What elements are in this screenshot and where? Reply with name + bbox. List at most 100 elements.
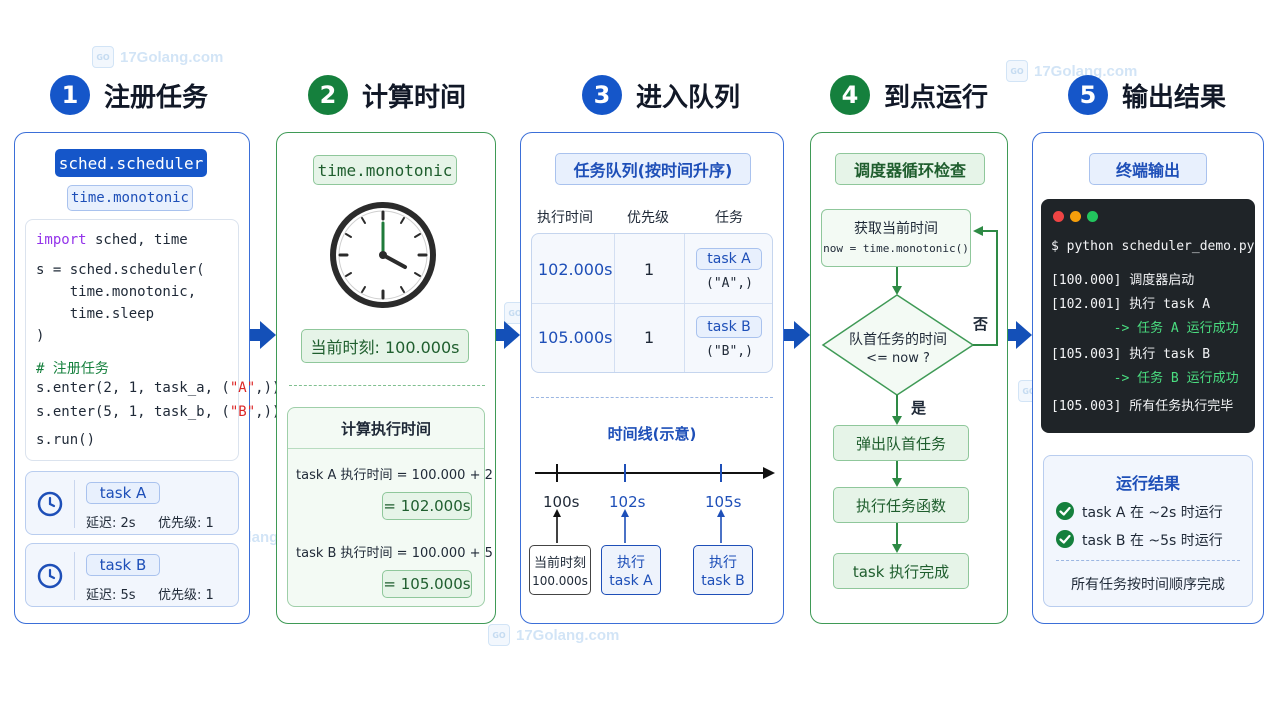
watermark-logo-icon: GO (1006, 60, 1028, 82)
exec-task-node: 执行任务函数 (833, 487, 969, 523)
result-summary: 所有任务按时间顺序完成 (1071, 577, 1225, 593)
flow-arrow-shaft (250, 329, 262, 341)
calc-task-a-result: = 102.000s (382, 492, 472, 520)
queue-header-time: 执行时间 (537, 210, 593, 226)
timeline-title: 时间线(示意) (607, 425, 697, 443)
step-number: 5 (1068, 75, 1108, 115)
watermark-logo-icon: GO (92, 46, 114, 68)
step-number: 1 (50, 75, 90, 115)
code-line: s.enter(2, 1, task_a, ("A",)) (36, 380, 281, 396)
terminal-line: [105.003] 所有任务执行完毕 (1051, 399, 1234, 414)
queue-header-task: 任务 (715, 210, 743, 226)
step-number: 2 (308, 75, 348, 115)
task-delay: 延迟: 2s (86, 516, 136, 531)
code-line: s = sched.scheduler( (36, 262, 205, 278)
flow-arrow-shaft (496, 329, 506, 341)
terminal-maximize-dot (1087, 211, 1098, 222)
step-1-header: 1 注册任务 (50, 72, 208, 118)
scheduler-badge: sched.scheduler (55, 149, 207, 177)
queue-table: 102.000s 1 task A ("A",) 105.000s 1 task… (531, 233, 773, 373)
calc-title: 计算执行时间 (340, 420, 431, 438)
terminal-output-title: 终端输出 (1089, 153, 1207, 185)
watermark-logo-icon: GO (488, 624, 510, 646)
queue-title: 任务队列(按时间升序) (555, 153, 751, 185)
step-2-header: 2 计算时间 (308, 72, 466, 118)
task-done-node: task 执行完成 (833, 553, 969, 589)
check-circle-icon (1056, 530, 1074, 548)
queue-row-priority: 1 (644, 328, 655, 347)
timeline-axis (535, 464, 775, 543)
task-priority: 优先级: 1 (158, 588, 214, 603)
clock-icon (37, 563, 63, 589)
task-card-b: task B 延迟: 5s 优先级: 1 (25, 543, 239, 607)
queue-row-task: task A (696, 248, 762, 270)
panel-run-on-time: 调度器循环检查 获取当前时间 now = time.monotonic() 队首… (810, 132, 1008, 624)
step-5-header: 5 输出结果 (1068, 72, 1226, 118)
loop-title: 调度器循环检查 (835, 153, 985, 185)
watermark: GO 17Golang.com (92, 46, 223, 68)
monotonic-badge: time.monotonic (313, 155, 457, 185)
calc-task-b-result: = 105.000s (382, 570, 472, 598)
code-line: import sched, time (36, 232, 188, 248)
result-box: 运行结果 task A 在 ~2s 时运行 task B 在 ~5s 时运行 所… (1043, 455, 1253, 607)
step-title: 输出结果 (1122, 82, 1227, 113)
timeline-marker-task-a: 执行 task A (601, 545, 661, 595)
terminal-line: [100.000] 调度器启动 (1051, 273, 1195, 288)
calc-task-a: task A 执行时间 = 100.000 + 2 (296, 468, 493, 483)
timeline-tick-label: 105s (705, 493, 742, 511)
result-item: task A 在 ~2s 时运行 (1082, 505, 1223, 521)
result-item: task B 在 ~5s 时运行 (1082, 533, 1223, 549)
step-title: 注册任务 (104, 82, 209, 113)
code-line: time.sleep (36, 306, 155, 322)
current-time-badge: 当前时刻: 100.000s (301, 329, 469, 363)
code-comment: # 注册任务 (36, 361, 109, 377)
flow-arrow-icon (1016, 321, 1032, 349)
terminal-command: $ python scheduler_demo.py (1051, 239, 1255, 254)
code-block: import sched, time s = sched.scheduler( … (25, 219, 280, 461)
terminal-line: -> 任务 B 运行成功 (1051, 371, 1239, 386)
get-time-node: 获取当前时间 now = time.monotonic() (821, 209, 971, 267)
queue-row-args: ("B",) (706, 344, 753, 359)
decision-text-1: 队首任务的时间 (849, 332, 947, 348)
step-3-header: 3 进入队列 (582, 72, 740, 118)
step-number: 4 (830, 75, 870, 115)
panel-compute-time: time.monotonic 当前时刻: 100.000s 计算执行时间 tas (276, 132, 496, 624)
flow-arrow-icon (260, 321, 276, 349)
monotonic-badge: time.monotonic (67, 185, 193, 211)
panel-output: 终端输出 $ python scheduler_demo.py [100.000… (1032, 132, 1264, 624)
branch-yes-label: 是 (911, 399, 927, 417)
flow-arrow-shaft (1008, 329, 1018, 341)
task-name-badge: task B (86, 554, 160, 576)
task-name-badge: task A (86, 482, 160, 504)
queue-row-args: ("A",) (706, 276, 753, 291)
branch-no-label: 否 (973, 315, 989, 333)
terminal-line: [102.001] 执行 task A (1051, 297, 1211, 312)
step-title: 进入队列 (636, 82, 741, 113)
code-line: time.monotonic, (36, 284, 197, 300)
terminal-close-dot (1053, 211, 1064, 222)
watermark: GO 17Golang.com (488, 624, 619, 646)
task-card-a: task A 延迟: 2s 优先级: 1 (25, 471, 239, 535)
clock-icon (37, 491, 63, 517)
queue-header-priority: 优先级 (627, 210, 669, 226)
check-circle-icon (1056, 502, 1074, 520)
flowchart-lines (821, 226, 998, 553)
timeline-tick-label: 100s (543, 493, 580, 511)
queue-row-priority: 1 (644, 260, 655, 279)
terminal-line: -> 任务 A 运行成功 (1051, 321, 1239, 336)
queue-row-time: 105.000s (538, 328, 613, 347)
terminal-minimize-dot (1070, 211, 1081, 222)
step-number: 3 (582, 75, 622, 115)
decision-text-2: <= now ? (866, 351, 930, 366)
calc-task-b: task B 执行时间 = 100.000 + 5 (296, 546, 493, 561)
flow-arrow-icon (504, 321, 520, 349)
queue-row-time: 102.000s (538, 260, 613, 279)
result-title: 运行结果 (1115, 474, 1180, 493)
panel-enter-queue: 任务队列(按时间升序) 执行时间 优先级 任务 102.000s 1 task … (520, 132, 784, 624)
calc-box: 计算执行时间 task A 执行时间 = 100.000 + 2 = 102.0… (287, 407, 493, 607)
code-line: s.run() (36, 432, 96, 448)
flow-arrow-shaft (784, 329, 796, 341)
panel-register-tasks: sched.scheduler time.monotonic import sc… (14, 132, 280, 624)
task-priority: 优先级: 1 (158, 516, 214, 531)
pop-task-node: 弹出队首任务 (833, 425, 969, 461)
